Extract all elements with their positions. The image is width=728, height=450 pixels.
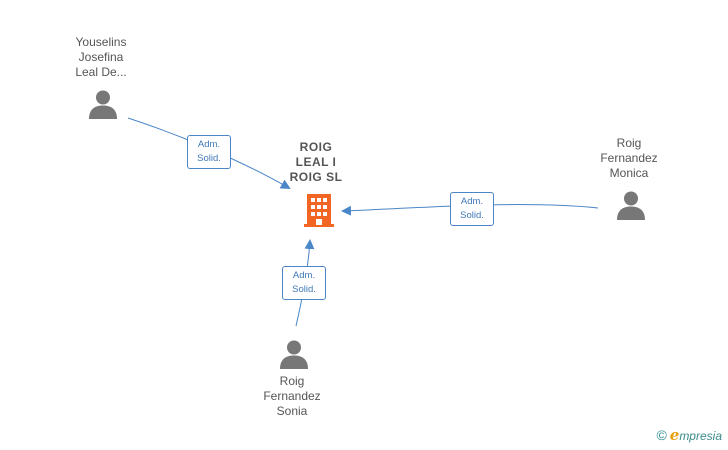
person-name-line: Monica — [609, 166, 649, 180]
person-name-line: Fernandez — [600, 151, 658, 165]
person-name-line: Leal De... — [75, 65, 127, 79]
person-name-line: Fernandez — [263, 389, 321, 403]
role-line: Solid. — [460, 210, 484, 221]
company-name[interactable]: ROIG LEAL I ROIG SL — [266, 140, 366, 185]
person-name-line: Roig — [279, 374, 305, 388]
role-line: Solid. — [197, 153, 221, 164]
company-name-line: ROIG SL — [289, 170, 343, 184]
person-icon[interactable] — [616, 190, 646, 220]
company-name-line: ROIG — [299, 140, 333, 154]
footer-brand[interactable]: ©empresia — [656, 426, 722, 444]
person-name-line: Youselins — [75, 35, 127, 49]
person-name-line: Sonia — [276, 404, 308, 418]
brand-name: mpresia — [679, 429, 722, 443]
copyright-icon: © — [656, 427, 667, 443]
building-icon[interactable] — [302, 192, 336, 228]
person-icon[interactable] — [88, 89, 118, 119]
role-line: Adm. — [292, 270, 316, 281]
person-name-monica[interactable]: Roig Fernandez Monica — [569, 136, 689, 181]
role-line: Adm. — [460, 196, 484, 207]
role-badge-youselins[interactable]: Adm. Solid. — [187, 135, 231, 169]
company-name-line: LEAL I — [295, 155, 337, 169]
role-badge-monica[interactable]: Adm. Solid. — [450, 192, 494, 226]
role-badge-sonia[interactable]: Adm. Solid. — [282, 266, 326, 300]
role-line: Solid. — [292, 284, 316, 295]
person-icon[interactable] — [279, 339, 309, 369]
person-name-line: Josefina — [78, 50, 124, 64]
person-name-sonia[interactable]: Roig Fernandez Sonia — [232, 374, 352, 419]
brand-logo-initial: e — [669, 426, 680, 444]
role-line: Adm. — [197, 139, 221, 150]
person-name-line: Roig — [616, 136, 642, 150]
person-name-youselins[interactable]: Youselins Josefina Leal De... — [41, 35, 161, 80]
